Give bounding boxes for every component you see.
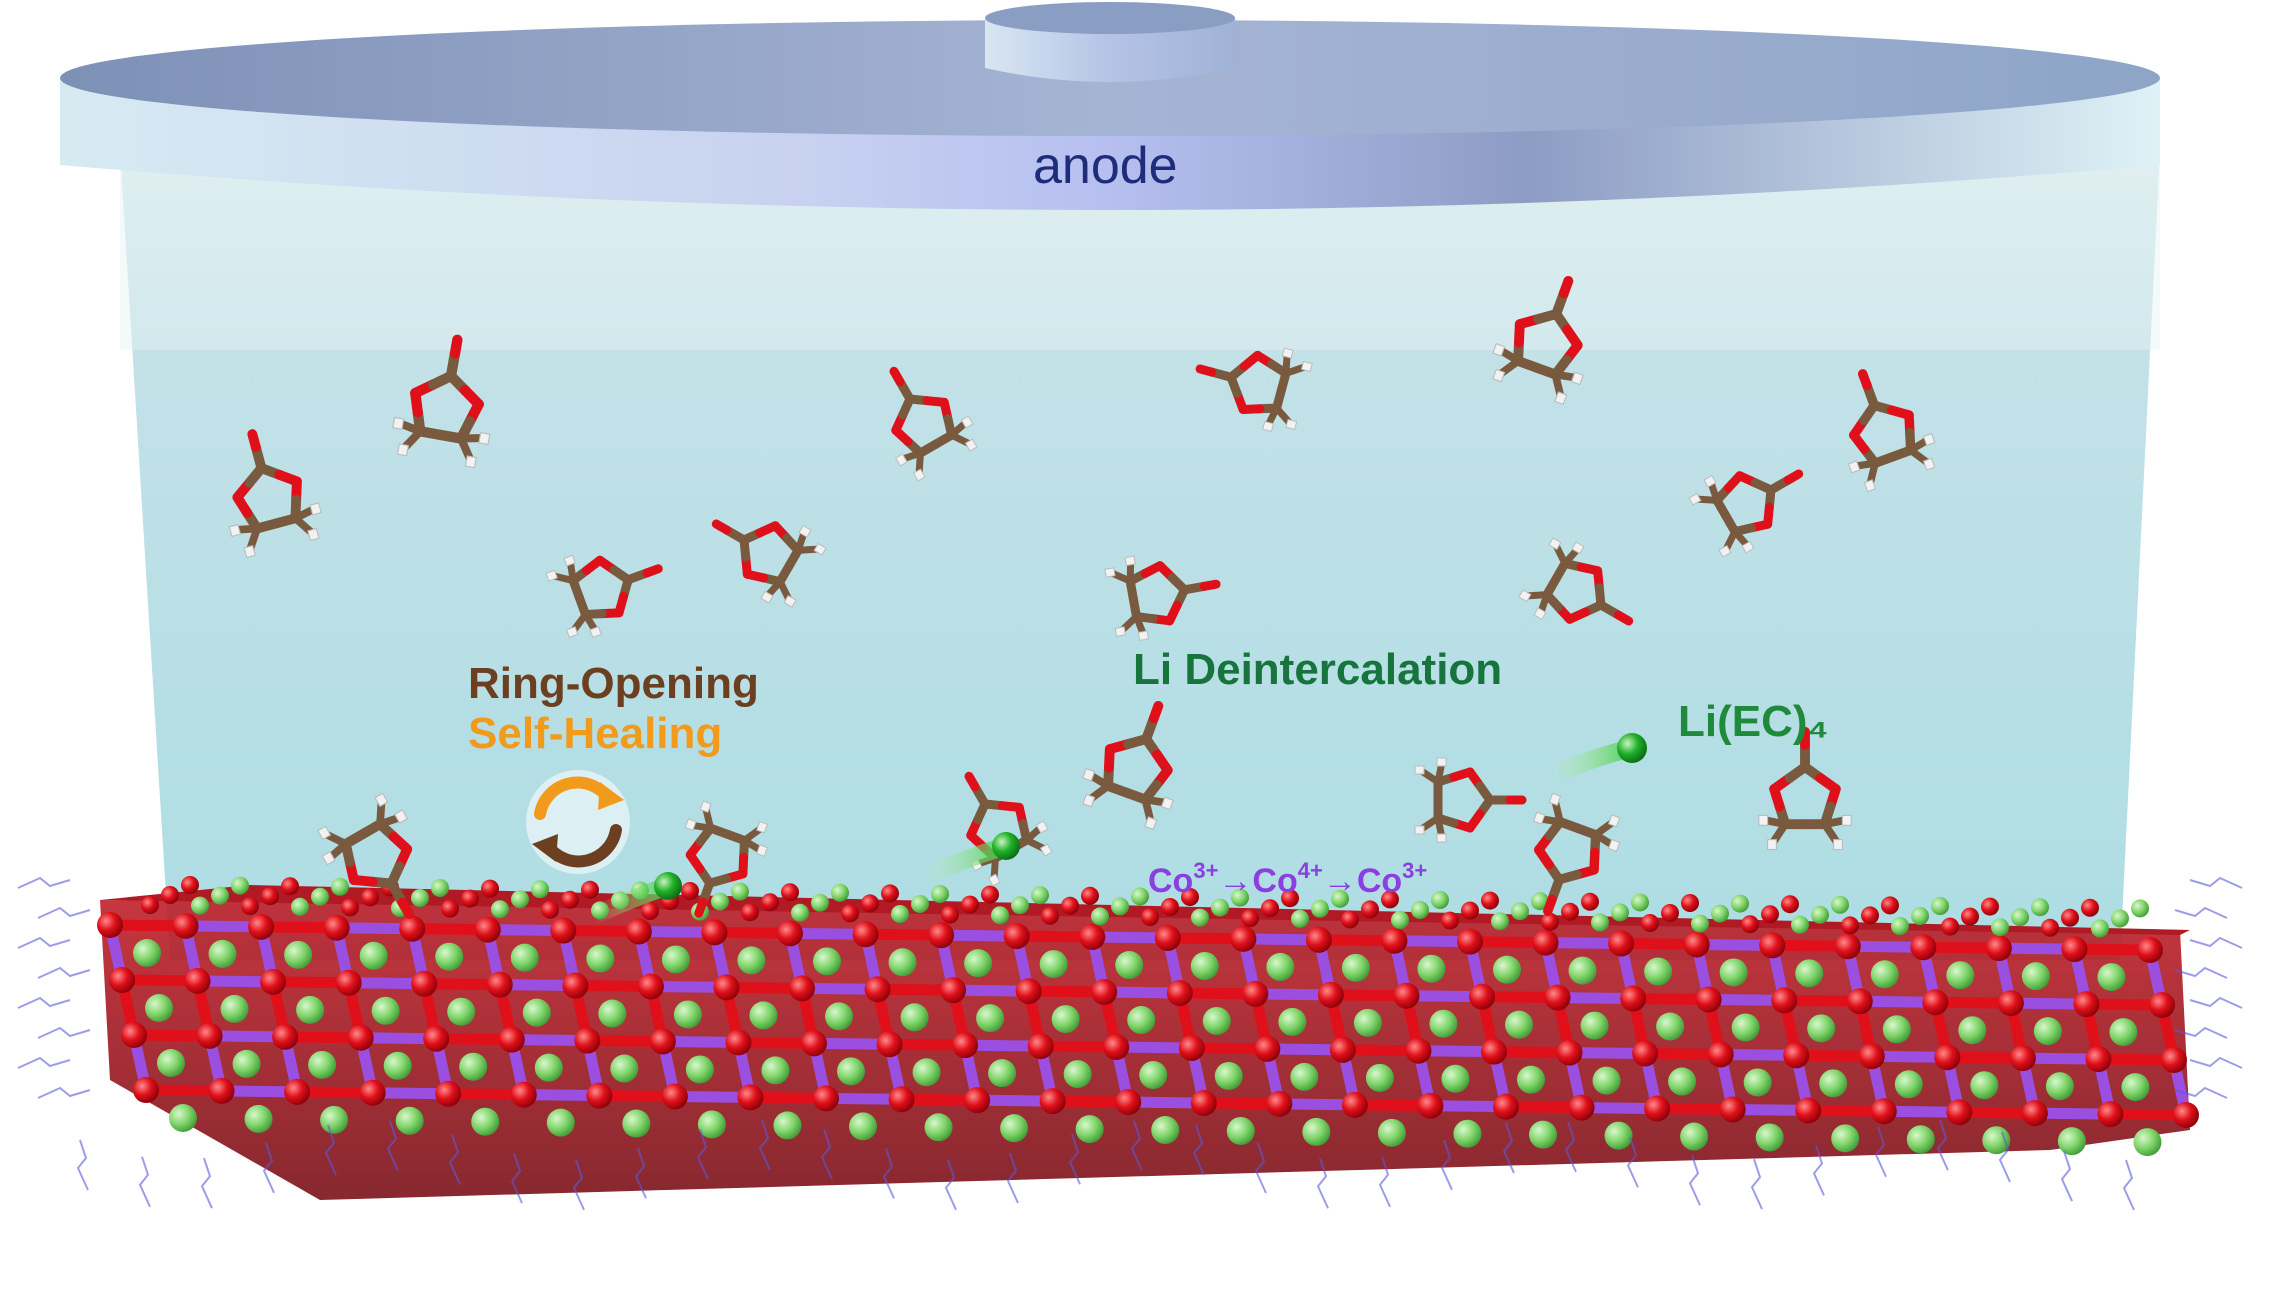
ec-molecule (1758, 726, 1852, 851)
co-charge-3: 3+ (1402, 858, 1428, 883)
electrolyte-region (120, 150, 2160, 960)
co-text-3: →Co (1322, 862, 1403, 900)
anode-disk (60, 2, 2160, 210)
ec-molecule (684, 800, 768, 918)
ec-molecules (228, 275, 1936, 851)
rotating-arrows-icon (526, 770, 630, 874)
ec-molecule (1688, 469, 1804, 558)
surface-ec-molecules (317, 700, 1621, 920)
ec-molecule (711, 519, 827, 608)
co-text-2: →Co (1218, 862, 1298, 900)
ec-molecule (1532, 792, 1621, 916)
li-ion-trail-1 (586, 872, 682, 924)
cathode-lattice (17, 876, 2243, 1211)
co-charge-2: 4+ (1297, 858, 1323, 883)
ec-molecule (228, 429, 322, 559)
ec-molecule (1082, 700, 1174, 831)
ec-molecule (1195, 347, 1313, 433)
co-valence-transition-label: Co3+→Co4+→Co3+ (1148, 858, 1428, 900)
ec-molecule (1847, 369, 1936, 493)
ring-opening-label: Ring-Opening (468, 659, 759, 708)
ec-molecule (889, 366, 978, 482)
li-ion-trail-2 (916, 832, 1020, 885)
li-ec4-label: Li(EC)₄ (1678, 697, 1829, 746)
ec-molecule (317, 792, 415, 920)
anode-label: anode (1033, 137, 1178, 195)
ec-molecule (1414, 757, 1527, 843)
ec-molecule (1492, 275, 1584, 406)
ec-molecule (545, 554, 663, 638)
li-ion-trail-3 (1539, 733, 1647, 785)
co-charge-1: 3+ (1193, 858, 1219, 883)
li-deintercalation-label: Li Deintercalation (1133, 645, 1503, 694)
ec-molecule (1104, 555, 1221, 641)
self-healing-label: Self-Healing (468, 709, 723, 758)
co-text-1: Co (1148, 862, 1194, 900)
ec-molecule (392, 334, 491, 469)
ec-molecule (1518, 537, 1634, 626)
